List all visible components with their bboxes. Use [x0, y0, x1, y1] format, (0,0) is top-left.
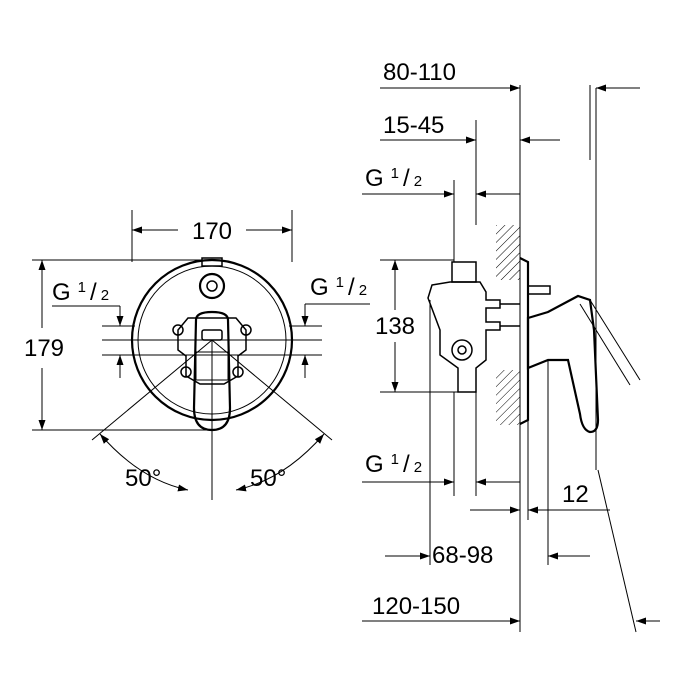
diverter-knob [527, 285, 551, 295]
top-outlet-ring [198, 272, 226, 300]
angle-arc-left [99, 433, 189, 492]
bottom-thread-label: G 1 / 2 [365, 451, 422, 478]
handle-swing-line-2 [579, 303, 631, 386]
lever-cap [201, 329, 223, 341]
top-outlet-core [206, 280, 218, 292]
left-thread-label: G 1 / 2 [52, 279, 109, 306]
valve-body-side [427, 281, 501, 393]
mount-hole-left-top [172, 324, 184, 336]
top-thread-label: G 1 / 2 [365, 165, 422, 192]
mount-hole-right-bottom [232, 366, 244, 378]
mount-hole-right-top [240, 324, 252, 336]
total-depth-label: 120-150 [372, 593, 460, 620]
right-angle-label: 50° [250, 465, 286, 492]
side-inlet-ring [451, 339, 473, 361]
lever-handle-side [526, 294, 600, 434]
top-outlet-nub [201, 257, 223, 267]
valve-body-outline [177, 317, 247, 385]
mount-hole-left-bottom [180, 366, 192, 378]
angle-leg-right [211, 339, 333, 441]
escutcheon-plate-side [519, 257, 530, 425]
handle-swing-line-1 [589, 299, 641, 381]
wall-hatch-top [496, 225, 520, 280]
total-depth-ext [597, 469, 637, 633]
angle-arc-right [235, 433, 325, 492]
wall-hatch-bottom [496, 370, 520, 425]
width-label: 170 [192, 218, 232, 245]
lever-handle [192, 310, 232, 432]
top-outlet-stub [451, 261, 477, 283]
height-label: 179 [24, 335, 64, 362]
angle-leg-left [91, 339, 213, 441]
body-height-label: 138 [375, 313, 415, 340]
mid-depth-label: 68-98 [432, 542, 493, 569]
wall-range-label: 15-45 [383, 112, 444, 139]
left-angle-label: 50° [125, 465, 161, 492]
side-inlet-core [457, 345, 467, 355]
top-depth-label: 80-110 [383, 59, 456, 86]
plate-thickness-label: 12 [562, 481, 589, 508]
right-thread-label: G 1 / 2 [310, 274, 367, 301]
side-view: 80-110 15-45 G 1 / 2 [362, 59, 660, 633]
front-view: 170 179 G 1 / 2 G 1 / 2 5 [24, 210, 370, 500]
